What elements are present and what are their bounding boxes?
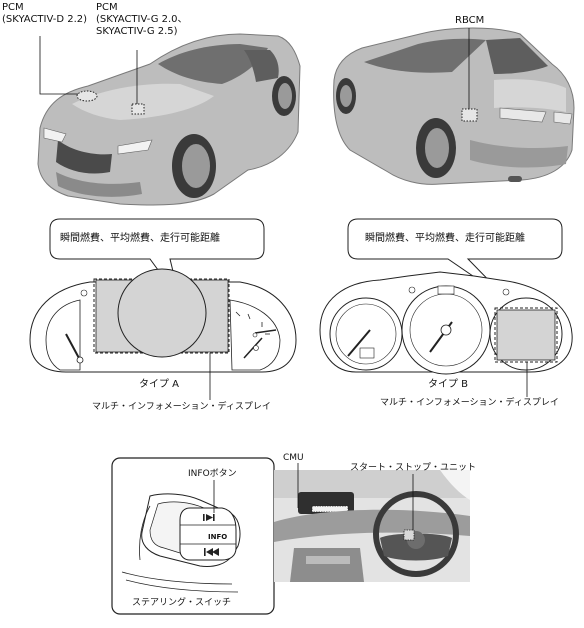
steering-switch-panel xyxy=(111,457,275,615)
start-stop-label: スタート・ストップ・ユニット xyxy=(350,463,477,473)
mid-label-b: マルチ・インフォメーション・ディスプレイ xyxy=(380,398,559,408)
pcm-diesel-leader xyxy=(39,36,78,95)
type-a-label: タイプ A xyxy=(139,379,180,390)
pcm-diesel-label-line1: PCM xyxy=(2,2,24,13)
type-b-label: タイプ B xyxy=(428,379,469,390)
rear-car-illustration xyxy=(333,27,575,185)
cluster-type-a xyxy=(29,218,297,373)
pcm-gas-label-line1: PCM xyxy=(96,2,118,13)
front-car-illustration xyxy=(37,33,301,206)
pcm-diesel-label: PCM (SKYACTIV-D 2.2) xyxy=(2,2,87,26)
info-button-label: INFOボタン xyxy=(188,469,237,479)
previous-track-icon xyxy=(204,548,219,556)
pcm-gas-label: PCM (SKYACTIV-G 2.0、 SKYACTIV-G 2.5) xyxy=(96,2,188,38)
pcm-gas-label-line2: (SKYACTIV-G 2.0、 xyxy=(96,14,188,25)
dashboard-photo xyxy=(274,470,470,582)
mid-dashed-outline-b xyxy=(494,307,558,363)
start-stop-marker xyxy=(403,529,415,541)
steering-switch-label: ステアリング・スイッチ xyxy=(132,598,232,608)
fuel-info-callout-a: 瞬間燃費、平均燃費、走行可能距離 xyxy=(60,233,220,244)
cluster-type-b xyxy=(319,218,573,375)
fuel-info-callout-b: 瞬間燃費、平均燃費、走行可能距離 xyxy=(365,233,525,244)
pcm-diesel-label-line2: (SKYACTIV-D 2.2) xyxy=(2,14,88,25)
pcm-gas-label-line3: SKYACTIV-G 2.5) xyxy=(96,26,178,37)
next-track-icon xyxy=(203,514,215,521)
rbcm-marker xyxy=(461,108,478,122)
cmu-label: CMU xyxy=(283,453,304,463)
rbcm-label: RBCM xyxy=(455,15,485,26)
info-button-text: INFO xyxy=(208,533,227,541)
pcm-diesel-marker xyxy=(76,90,98,102)
mid-label-a: マルチ・インフォメーション・ディスプレイ xyxy=(92,402,271,412)
pcm-gas-marker xyxy=(131,103,145,115)
